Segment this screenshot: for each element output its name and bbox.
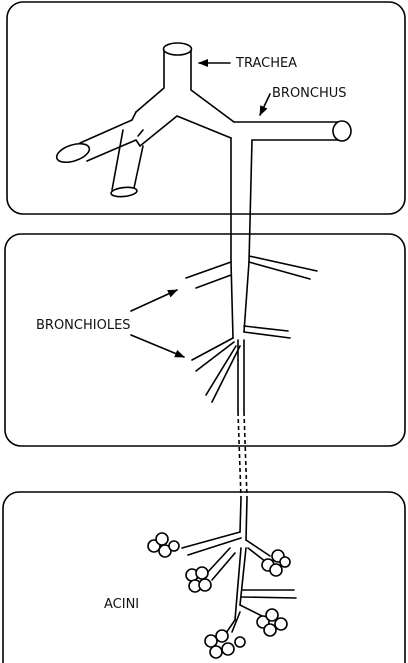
bronchiole-branch-upper-right-b [248,255,318,272]
left-descending-opening [110,186,138,198]
acini-branch-lower-right-b [241,596,297,599]
airway-trunk-right [248,139,253,263]
panel-bronchioles [4,233,406,447]
acini-branch-left-upper-b [187,537,242,556]
bronchiole-fan-1 [191,337,234,361]
bronchioles-arrow-upper [130,289,178,312]
left-bronchus-lower-wall [86,139,141,162]
bronchiole-fan-4 [211,345,241,403]
acini-label: ACINI [104,597,139,612]
bronchiole-branch-mid-right-b [243,325,289,332]
carina-inner-wall [139,115,232,147]
bronchiole-trunk-right [243,261,250,333]
acini-tree [147,497,297,659]
bronchioles-label: BRONCHIOLES [36,318,131,333]
alveolar-cluster-bottom [204,629,246,659]
dashed-line-right [243,411,248,499]
left-bronchus-upper-wall [79,111,137,144]
trachea-opening [162,42,193,56]
bronchiole-branch-upper-left-a [185,261,232,279]
trachea-label: TRACHEA [235,56,297,71]
bronchiole-branch-mid-right-a [243,331,291,339]
alveolar-cluster-lower-right [256,608,288,637]
acini-trunk-right [245,497,248,541]
acini-center-trunk-left [234,547,242,621]
left-branch-junction [137,129,144,137]
bronchiole-tree [185,255,318,413]
left-bronchus-opening [55,142,91,164]
dashed-connector [237,411,248,499]
bronchus-label: BRONCHUS [272,86,347,101]
trachea-bronchi-tree [55,42,352,263]
bronchiole-fan-3 [205,345,237,396]
acini-trunk-left [239,497,242,533]
acini-branch-left-lower-b [211,552,236,581]
acini-branch-right-a [245,539,271,557]
acini-center-trunk-right [239,547,247,606]
acini-branch-left-lower-a [205,547,231,575]
panel-upper-airway [6,1,406,215]
acini-branch-bottom-left-b [231,611,241,633]
bronchiole-branch-upper-right-a [248,261,311,280]
left-descending-wall-right [133,145,144,189]
bronchus-arrow [259,93,271,116]
trachea-wall-left [135,49,165,113]
acini-branch-left-upper-a [181,531,241,549]
bronchiole-branch-upper-left-b [195,274,232,289]
trachea-wall-right [190,49,235,123]
dashed-line-left [237,411,242,499]
alveolar-cluster-mid-left [185,566,212,593]
alveolar-cluster-right [261,549,291,577]
bronchiole-fan-2 [195,341,235,372]
alveolar-cluster-top-left [147,532,180,558]
right-bronchus-opening [332,120,352,142]
left-descending-wall-left [111,129,124,191]
acini-branch-right-b [247,547,267,563]
bronchioles-arrow-lower [130,334,185,358]
